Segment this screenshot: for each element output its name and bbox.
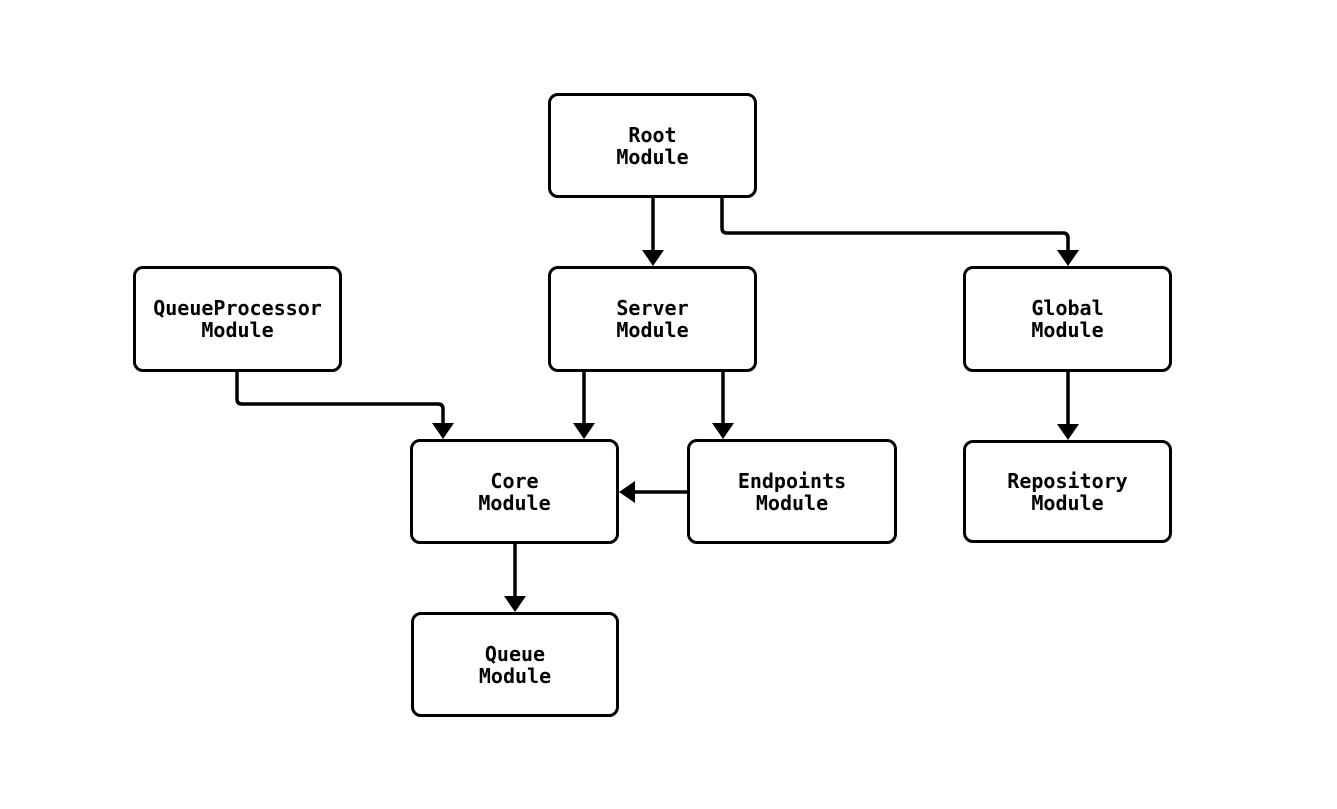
node-root-module: Root Module	[548, 93, 757, 198]
edge-core-to-queue	[504, 544, 526, 612]
node-repository-module: Repository Module	[963, 440, 1172, 543]
edge-endpoints-to-core	[619, 481, 687, 503]
node-server-module-label: Server Module	[616, 296, 689, 342]
edge-root-to-global	[720, 198, 1079, 266]
node-server-module: Server Module	[548, 266, 757, 372]
edge-queueprocessor-to-core	[235, 372, 454, 439]
node-queueprocessor-module-label: QueueProcessor Module	[153, 296, 322, 342]
node-root-module-label: Root Module	[616, 122, 689, 169]
node-core-module-label: Core Module	[478, 468, 551, 515]
node-queue-module: Queue Module	[411, 612, 619, 717]
node-queueprocessor-module: QueueProcessor Module	[133, 266, 342, 372]
node-repository-module-label: Repository Module	[1007, 468, 1128, 515]
node-endpoints-module: Endpoints Module	[687, 439, 897, 544]
edge-server-to-core	[573, 372, 595, 439]
edge-root-to-server	[642, 198, 664, 266]
node-endpoints-module-label: Endpoints Module	[737, 468, 847, 515]
node-global-module-label: Global Module	[1031, 296, 1104, 342]
edge-server-to-endpoints	[712, 372, 734, 439]
node-global-module: Global Module	[963, 266, 1172, 372]
node-queue-module-label: Queue Module	[478, 641, 552, 688]
edge-global-to-repository	[1057, 372, 1079, 440]
node-core-module: Core Module	[410, 439, 619, 544]
